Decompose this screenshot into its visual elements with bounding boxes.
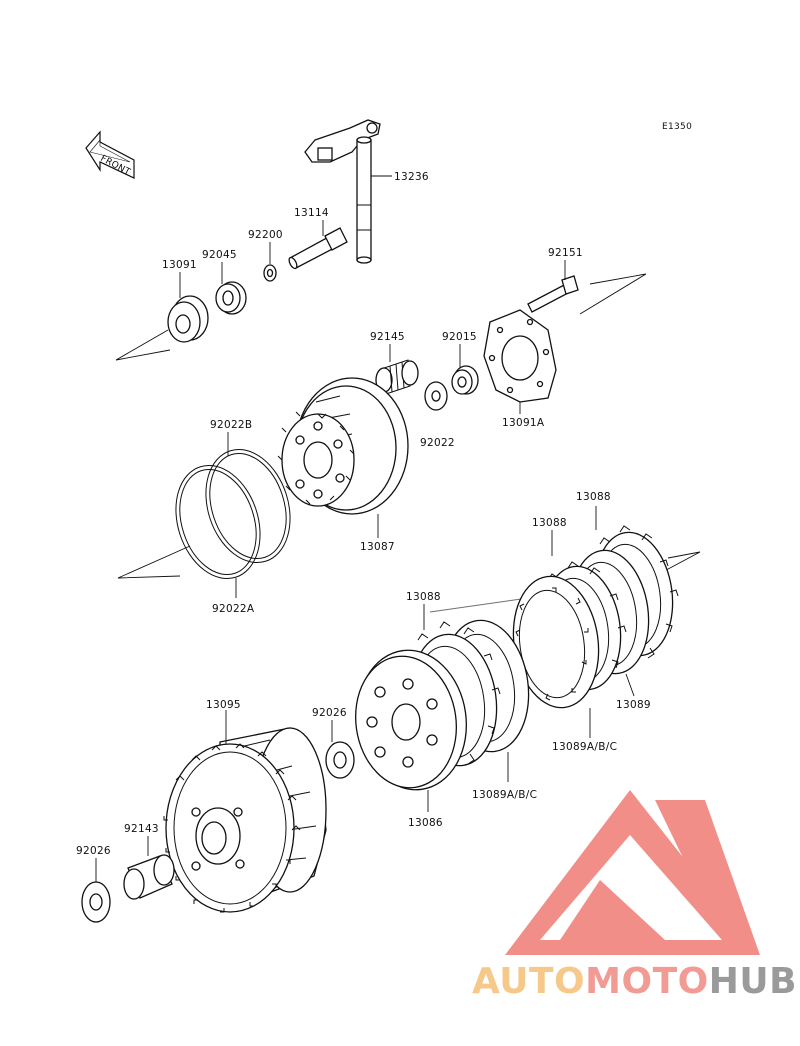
callout-13088-mid: 13088 xyxy=(532,517,567,529)
pressure-plate-13086 xyxy=(354,649,468,791)
callout-92026-mid: 92026 xyxy=(312,707,347,719)
axis-arrow-right-upper xyxy=(579,273,647,315)
washer-92200 xyxy=(263,264,277,282)
spring-92145 xyxy=(375,359,419,395)
nut-92015 xyxy=(451,365,479,395)
watermark-auto: AUTO xyxy=(472,961,585,1002)
watermark-text: AUTOMOTOHUB xyxy=(472,961,797,1002)
callout-13095: 13095 xyxy=(206,699,241,711)
callout-13087: 13087 xyxy=(360,541,395,553)
callout-92200: 92200 xyxy=(248,229,283,241)
clutch-hub-13087 xyxy=(277,377,409,515)
axis-arrow-left-middle xyxy=(117,545,191,579)
steel-plate-13089abc-right xyxy=(512,575,600,709)
push-rod-13114 xyxy=(288,227,348,270)
front-arrow-icon: FRONT xyxy=(85,130,135,179)
washer-92022 xyxy=(424,381,448,411)
callout-92151: 92151 xyxy=(548,247,583,259)
callout-13089ABC-right: 13089A/B/C xyxy=(552,741,617,753)
logo-inner-peak xyxy=(560,880,665,940)
callout-92015: 92015 xyxy=(442,331,477,343)
callout-13086: 13086 xyxy=(408,817,443,829)
bearing-92045 xyxy=(215,281,247,315)
ring-92022B xyxy=(205,448,291,564)
washer-92026-mid xyxy=(325,741,355,779)
callout-13088-low: 13088 xyxy=(406,591,441,603)
callout-92022A: 92022A xyxy=(212,603,255,615)
logo-right-stroke xyxy=(655,800,760,955)
watermark-logo xyxy=(505,790,760,955)
bolt-92151 xyxy=(527,275,579,313)
callout-13089ABC-left: 13089A/B/C xyxy=(472,789,537,801)
callout-92026-left: 92026 xyxy=(76,845,111,857)
clutch-housing-13095 xyxy=(163,727,327,913)
callout-92022: 92022 xyxy=(420,437,455,449)
callout-92045: 92045 xyxy=(202,249,237,261)
callout-13114: 13114 xyxy=(294,207,329,219)
callout-13236: 13236 xyxy=(394,171,429,183)
callout-92022B: 92022B xyxy=(210,419,252,431)
callout-92143: 92143 xyxy=(124,823,159,835)
axis-arrow-left-upper xyxy=(115,329,171,361)
callout-92145: 92145 xyxy=(370,331,405,343)
release-lever-13236 xyxy=(304,119,381,264)
retainer-13091 xyxy=(167,295,209,343)
watermark-hub: HUB xyxy=(709,961,797,1002)
washer-92026-left xyxy=(81,881,111,923)
callout-13089: 13089 xyxy=(616,699,651,711)
callout-13088-top: 13088 xyxy=(576,491,611,503)
callout-13091A: 13091A xyxy=(502,417,545,429)
watermark-moto: MOTO xyxy=(585,961,709,1002)
callout-13091: 13091 xyxy=(162,259,197,271)
diagram-code: E1350 xyxy=(662,122,692,132)
sleeve-92143 xyxy=(123,854,175,900)
pressure-plate-13091A xyxy=(483,309,557,403)
ring-92022A xyxy=(175,464,261,580)
